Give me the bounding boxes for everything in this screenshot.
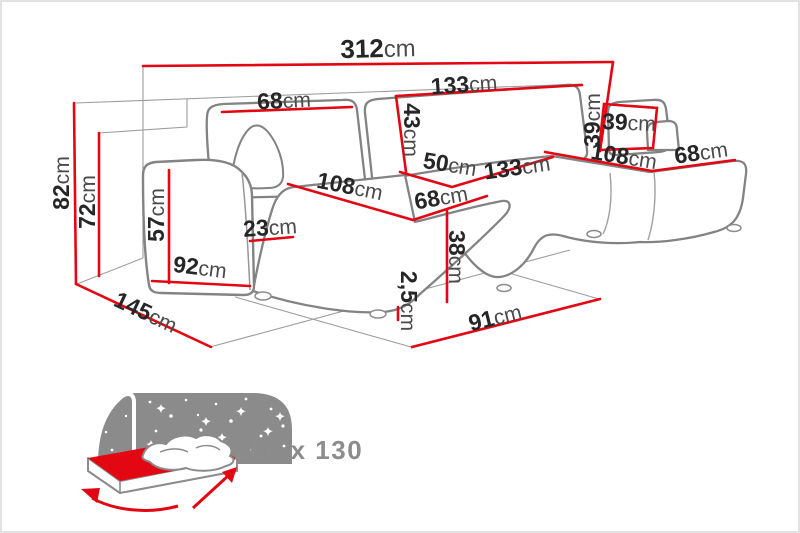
dimension-label-seat-height: 38cm xyxy=(444,230,470,284)
fold-arrow-right xyxy=(191,473,231,510)
dimension-line-total-width xyxy=(141,60,615,68)
left-armrest xyxy=(141,158,256,297)
dimension-label-leg-height: 2,5cm xyxy=(396,271,422,331)
sofa-outline xyxy=(141,83,748,319)
stars xyxy=(104,397,286,453)
dimension-label-armrest-height: 72cm xyxy=(74,175,100,229)
dimension-label-headrest-width: 39cm xyxy=(602,108,657,136)
seat-seam-right xyxy=(647,171,656,241)
dimension-label-armrest-front-height: 57cm xyxy=(143,188,169,242)
dimension-label-back-cushion-left: 68cm xyxy=(256,86,311,115)
sleeping-area-size-label: 266 x 130 xyxy=(234,435,363,465)
dimension-label-seat-section-large: 133cm xyxy=(482,150,552,185)
dimension-line-total-height xyxy=(72,101,78,286)
dimension-lines xyxy=(72,60,737,349)
fold-arrow-left-head xyxy=(81,488,100,503)
dimension-line-right-chaise-length xyxy=(543,150,654,173)
dimension-line-left-chaise-length xyxy=(286,182,415,222)
dimension-line-headrest-side-height xyxy=(598,60,615,153)
floor-edge-front-line xyxy=(234,296,412,348)
dimension-line-left-floor-depth xyxy=(74,282,213,349)
armrest-height-extension-line xyxy=(98,99,188,134)
dimension-labels: 312cm 68cm 133cm 43cm 50cm 133cm 108cm 6… xyxy=(48,32,730,338)
dimension-label-left-chaise-length: 108cm xyxy=(315,167,385,205)
dimension-label-total-height: 82cm xyxy=(48,156,74,210)
dimension-line-backrest-height xyxy=(394,94,408,174)
dimension-label-back-cushion-right: 133cm xyxy=(430,69,498,100)
blanket-folds xyxy=(159,444,221,453)
sleeping-function-icon: 266 x 130 xyxy=(81,392,363,512)
dimension-line-right-floor-depth xyxy=(410,297,602,349)
bed-blanket xyxy=(141,434,235,472)
dimension-label-headrest-side-height: 39cm xyxy=(579,93,605,147)
bed-headboard-swoosh xyxy=(93,392,136,466)
dimension-label-total-width: 312cm xyxy=(340,32,416,64)
dimension-line-right-chaise-width xyxy=(650,158,737,173)
dimension-line-back-cushion-left xyxy=(220,105,354,114)
fold-arrow-left xyxy=(91,496,179,512)
fold-arrow-right-head xyxy=(222,467,237,483)
dimension-label-right-chaise-width: 68cm xyxy=(673,135,730,168)
sofa-foot xyxy=(726,223,742,233)
dimension-line-seat-sections xyxy=(398,155,555,189)
sofa-foot xyxy=(496,283,512,293)
sofa-foot xyxy=(254,291,272,301)
dimension-line-left-seat-width xyxy=(411,194,489,222)
dimension-label-right-floor-depth: 91cm xyxy=(466,298,524,336)
sofa-foot xyxy=(586,229,602,239)
dimension-label-backrest-height: 43cm xyxy=(399,103,425,157)
dimension-label-armrest-top-width: 23cm xyxy=(242,212,297,242)
dimension-label-right-chaise-length: 108cm xyxy=(589,138,659,174)
dimension-line-armrest-top-width xyxy=(248,235,295,243)
seat-seam-left xyxy=(602,172,612,235)
dimension-label-armrest-front-width: 92cm xyxy=(172,251,229,283)
dimension-box-headrest xyxy=(597,102,659,152)
armrest-edge-seam xyxy=(241,171,251,291)
floor-edge-right-line xyxy=(504,271,600,300)
wall-bottom-diagonal-line xyxy=(76,257,144,285)
sofa-foot xyxy=(369,309,387,319)
dimension-line-back-cushion-right xyxy=(394,83,584,98)
dimension-label-left-seat-width: 68cm xyxy=(412,180,469,215)
sofa-feet xyxy=(254,223,742,319)
dimension-label-seat-section-small: 50cm xyxy=(421,147,478,181)
back-top-extension-line xyxy=(74,83,583,104)
